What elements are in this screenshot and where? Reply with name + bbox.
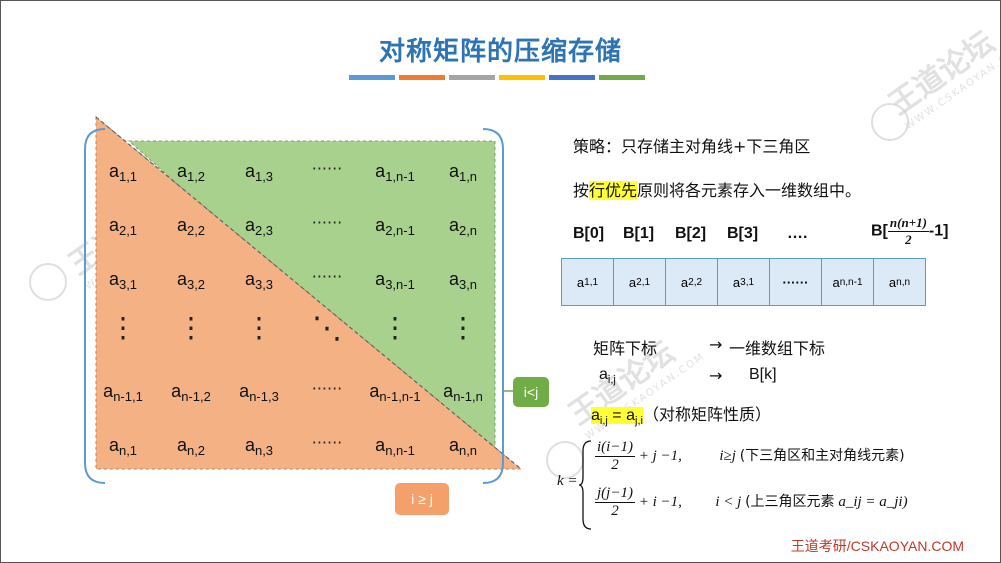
color-bar bbox=[549, 75, 595, 80]
matrix-ellipsis: ······ bbox=[311, 159, 343, 178]
matrix-cell: a2,2 bbox=[176, 215, 206, 238]
color-bar bbox=[349, 75, 395, 80]
matrix-cell: an-1,2 bbox=[171, 381, 211, 404]
array-index-label: B[0] bbox=[573, 225, 605, 242]
array-index-label: B[3] bbox=[727, 225, 759, 242]
array-index-label: B[1] bbox=[623, 225, 655, 242]
color-bar bbox=[599, 75, 645, 80]
matrix-cell: a1,3 bbox=[244, 161, 274, 184]
array-cell: ······ bbox=[770, 259, 822, 305]
upper-region-tag: i<j bbox=[513, 377, 549, 407]
matrix-cell: a1,2 bbox=[176, 161, 206, 184]
formula-brace bbox=[579, 440, 592, 530]
mapping-arrow: → bbox=[709, 335, 723, 354]
matrix-cell: an-1,n bbox=[443, 381, 483, 404]
matrix-cell: a2,n-1 bbox=[375, 215, 415, 238]
matrix-vdots: ⋮ bbox=[245, 311, 273, 344]
mapping-arrow-2: → bbox=[709, 366, 723, 385]
matrix-cell: a3,2 bbox=[176, 269, 206, 292]
matrix-cell: a1,n-1 bbox=[375, 161, 415, 184]
lower-region-tag: i ≥ j bbox=[395, 483, 449, 515]
mapping-right: 一维数组下标 bbox=[729, 339, 826, 358]
left-bracket bbox=[84, 128, 106, 484]
matrix-cell: a2,3 bbox=[244, 215, 274, 238]
mapping-left: 矩阵下标 bbox=[593, 339, 658, 358]
row-major-highlight: 行优先 bbox=[589, 181, 638, 200]
matrix-ellipsis: ······ bbox=[311, 379, 343, 398]
element-aij: ai,j bbox=[599, 366, 616, 387]
color-bar bbox=[399, 75, 445, 80]
matrix-cell: a2,1 bbox=[108, 215, 138, 238]
matrix-cell: a1,n bbox=[448, 161, 478, 184]
array-index-label: B[2] bbox=[675, 225, 707, 242]
matrix-ellipsis: ······ bbox=[311, 213, 343, 232]
principle-text: 按行优先原则将各元素存入一维数组中。 bbox=[573, 181, 862, 200]
matrix-cell: an-1,3 bbox=[239, 381, 279, 404]
matrix-cell: an,n-1 bbox=[375, 435, 415, 458]
footer-brand: 王道考研/CSKAOYAN.COM bbox=[790, 538, 964, 554]
matrix-cell: an,3 bbox=[244, 435, 274, 458]
color-bars bbox=[349, 75, 645, 80]
matrix-cell: a3,n bbox=[448, 269, 478, 292]
matrix-ellipsis: ······ bbox=[311, 433, 343, 452]
symmetric-property: ai,j = aj,i（对称矩阵性质） bbox=[591, 405, 771, 428]
b-last-label: B[n(n+1)2-1] bbox=[871, 215, 949, 247]
formula-case-1: i(i−1)2 + j −1, i≥j (下三角区和主对角线元素) bbox=[595, 439, 905, 473]
formula-case-2: j(j−1)2 + i −1, i < j (上三角区元素 a_ij = a_j… bbox=[595, 485, 908, 519]
matrix-cell: an,n bbox=[448, 435, 478, 458]
matrix-cell: an-1,n-1 bbox=[369, 381, 421, 404]
color-bar bbox=[499, 75, 545, 80]
matrix-vdots: ⋮ bbox=[109, 311, 137, 344]
matrix-ellipsis: ······ bbox=[311, 267, 343, 286]
matrix-vdots: ⋮ bbox=[449, 311, 477, 344]
diagonal-line bbox=[95, 116, 522, 470]
formula-k: k = bbox=[557, 473, 578, 489]
matrix-vdots: ⋮ bbox=[177, 311, 205, 344]
matrix-cell: a3,3 bbox=[244, 269, 274, 292]
color-bar bbox=[449, 75, 495, 80]
strategy-text: 策略：只存储主对角线+下三角区 bbox=[573, 137, 811, 156]
matrix-vdots: ⋮ bbox=[381, 311, 409, 344]
matrix-ddots: ⋱ bbox=[312, 311, 342, 346]
matrix-cell: a2,n bbox=[448, 215, 478, 238]
matrix-cell: an,2 bbox=[176, 435, 206, 458]
array-index-label: …. bbox=[787, 225, 808, 242]
matrix-cell: an-1,1 bbox=[103, 381, 143, 404]
matrix-cell: a3,1 bbox=[108, 269, 138, 292]
page-title: 对称矩阵的压缩存储 bbox=[378, 37, 622, 67]
matrix-cell: a3,n-1 bbox=[375, 269, 415, 292]
matrix-cell: a1,1 bbox=[108, 161, 138, 184]
matrix-cell: an,1 bbox=[108, 435, 138, 458]
watermark-logo-icon bbox=[871, 103, 909, 141]
watermark-logo-icon bbox=[29, 263, 67, 301]
right-bracket bbox=[482, 128, 504, 484]
target-bk: B[k] bbox=[749, 366, 777, 383]
